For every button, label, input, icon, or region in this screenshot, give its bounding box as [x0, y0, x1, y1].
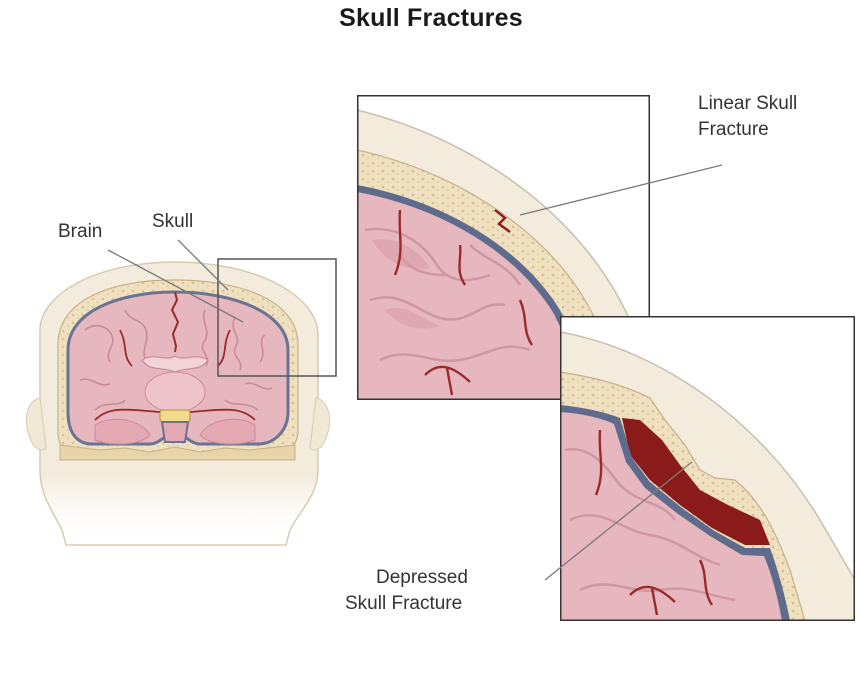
- label-linear-fracture-line2: Fracture: [698, 118, 769, 142]
- label-depressed-fracture-line1: Depressed: [376, 566, 468, 590]
- depressed-fracture-panel: [560, 316, 855, 621]
- label-skull: Skull: [152, 210, 193, 234]
- label-linear-fracture-line1: Linear Skull: [698, 92, 797, 116]
- label-brain: Brain: [58, 220, 102, 244]
- label-depressed-fracture-line2: Skull Fracture: [345, 592, 462, 616]
- head-cross-section: [26, 262, 329, 545]
